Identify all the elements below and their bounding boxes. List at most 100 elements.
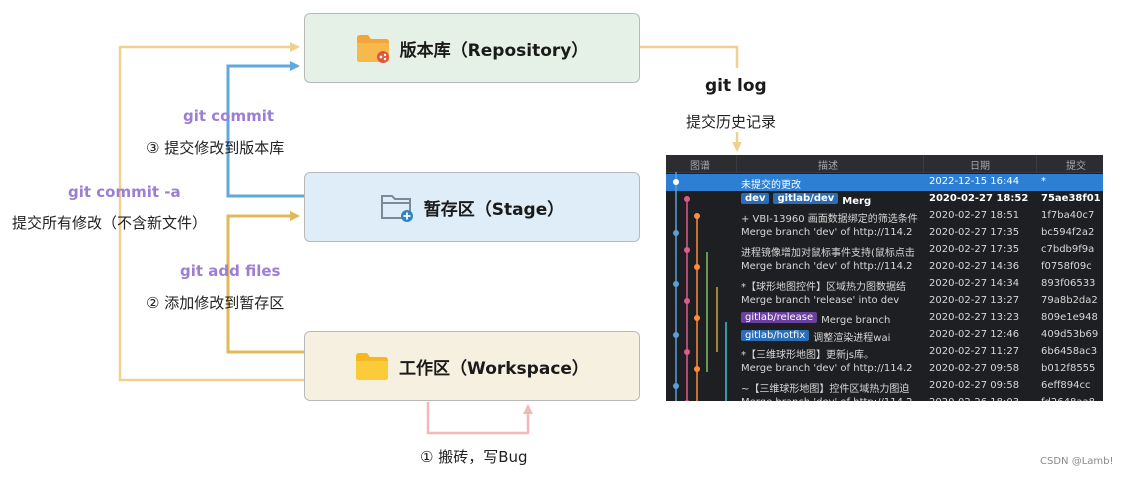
log-row[interactable]: Merge branch 'dev' of http://114.2 2020-0… — [666, 225, 1103, 242]
log-row-hash: 409d53b69 — [1041, 329, 1099, 340]
git-commit-desc: ③ 提交修改到版本库 — [146, 139, 285, 157]
commit-dot — [673, 179, 679, 185]
log-row[interactable]: Merge branch 'dev' of http://114.2 2020-0… — [666, 259, 1103, 276]
log-row-hash: c7bdb9f9a — [1041, 244, 1095, 255]
log-row-hash: 75ae38f01 — [1041, 193, 1101, 204]
log-header: 图谱 描述 日期 提交 — [666, 155, 1103, 173]
log-row-hash: 6eff894cc — [1041, 380, 1091, 391]
log-row[interactable]: Merge branch 'release' into dev 2020-02-2… — [666, 293, 1103, 310]
log-row-desc: 未提交的更改 — [741, 180, 801, 191]
commit-dot — [684, 196, 690, 202]
log-row-hash: 1f7ba40c7 — [1041, 210, 1095, 221]
commit-dot — [684, 298, 690, 304]
commit-dot — [673, 383, 679, 389]
folder-icon — [355, 351, 389, 381]
log-row-date: 2020-02-27 17:35 — [929, 244, 1020, 255]
log-row-desc: *【三维球形地图】更新js库。 — [741, 350, 874, 361]
commit-dot — [684, 400, 690, 401]
log-row-date: 2020-02-27 18:51 — [929, 210, 1020, 221]
branch-tag: gitlab/hotfix — [741, 330, 810, 341]
repository-box: 版本库（Repository） — [304, 13, 640, 83]
log-row-date: 2020-02-27 17:35 — [929, 227, 1020, 238]
log-row-desc: Merge branch 'dev' of http://114.2 — [741, 363, 913, 374]
header-desc: 描述 — [818, 161, 838, 172]
log-row-date: 2020-02-27 14:36 — [929, 261, 1020, 272]
watermark: CSDN @Lamb! — [1040, 456, 1114, 467]
commit-dot — [694, 213, 700, 219]
arrow-add — [226, 211, 304, 354]
stage-box: 暂存区（Stage） — [304, 172, 640, 242]
branch-tag: gitlab/dev — [773, 193, 839, 204]
log-row-hash: fd2648aa8 — [1041, 397, 1103, 401]
branch-tag: dev — [741, 193, 770, 204]
log-row-desc: Merge branch 'dev' of http://114.2 — [741, 397, 921, 401]
header-date: 日期 — [970, 161, 990, 172]
commit-dot — [684, 349, 690, 355]
log-row-date: 2020-02-27 12:46 — [929, 329, 1020, 340]
log-row-desc: Merge branch 'dev' of http://114.2 — [741, 227, 913, 238]
git-commit-a-label: git commit -a — [68, 183, 181, 201]
arrow-git-log — [640, 45, 739, 68]
log-row[interactable]: 进程镜像增加对鼠标事件支持(鼠标点击 2020-02-27 17:35 c7bdb9… — [666, 242, 1103, 259]
git-log-label: git log — [705, 76, 767, 96]
git-add-label: git add files — [180, 262, 281, 280]
log-row-date: 2022-12-15 16:44 — [929, 176, 1020, 187]
folder-share-icon — [356, 33, 390, 63]
log-row-hash: 893f06533 — [1041, 278, 1096, 289]
log-row-hash: bc594f2a2 — [1041, 227, 1095, 238]
log-row[interactable]: + VBI-13960 画面数据绑定的筛选条件 2020-02-27 18:51 1… — [666, 208, 1103, 225]
commit-dot — [694, 264, 700, 270]
log-row-date: 2020-02-27 14:34 — [929, 278, 1020, 289]
arrow-commit — [226, 61, 304, 198]
branch-tag: gitlab/release — [741, 312, 818, 323]
arrow-commit-a — [118, 42, 304, 382]
log-row-desc: + VBI-13960 画面数据绑定的筛选条件 — [741, 214, 918, 225]
header-graph: 图谱 — [690, 161, 710, 172]
commit-dot — [673, 332, 679, 338]
git-log-desc: 提交历史记录 — [686, 113, 777, 131]
commit-dot — [694, 366, 700, 372]
log-row-date: 2020-02-27 13:27 — [929, 295, 1020, 306]
git-commit-label: git commit — [183, 107, 275, 125]
commit-graph — [673, 172, 727, 401]
folder-plus-icon — [380, 192, 414, 222]
commit-dot — [673, 230, 679, 236]
commit-dot — [694, 315, 700, 321]
log-row-hash: f0758f09c — [1041, 261, 1092, 272]
step1-label: ① 搬砖，写Bug — [420, 448, 528, 466]
git-add-desc: ② 添加修改到暂存区 — [146, 294, 285, 312]
log-row-desc: 进程镜像增加对鼠标事件支持(鼠标点击 — [741, 248, 915, 259]
git-commit-a-desc: 提交所有修改（不含新文件） — [12, 214, 208, 232]
log-row-hash: 79a8b2da2 — [1041, 295, 1098, 306]
log-row-hash: 6b6458ac3 — [1041, 346, 1098, 357]
log-row-hash: 809e1e948 — [1041, 312, 1098, 323]
header-commit: 提交 — [1066, 161, 1086, 172]
log-row-date: 2020-02-27 09:58 — [929, 380, 1020, 391]
log-row[interactable]: *【球形地图控件】区域热力图数据结 2020-02-27 14:34 893f065… — [666, 276, 1103, 293]
arrow-edit-loop — [426, 402, 533, 435]
repository-label: 版本库（Repository） — [399, 40, 589, 61]
log-row-desc: Merge branch 'release' into dev — [741, 295, 900, 306]
log-row-date: 2020-02-26 18:03 — [929, 397, 1037, 401]
log-row-date: 2020-02-27 18:52 — [929, 193, 1029, 204]
stage-label: 暂存区（Stage） — [423, 199, 565, 220]
log-row-hash: b012f8555 — [1041, 363, 1096, 374]
log-row-desc: Merge branch 'dev' of http://114.2 — [741, 261, 913, 272]
log-row[interactable]: Merge branch 'dev' of http://114.2 2020-0… — [666, 395, 1103, 401]
log-row-desc: *【球形地图控件】区域热力图数据结 — [741, 282, 906, 293]
log-row-date: 2020-02-27 09:58 — [929, 363, 1020, 374]
log-row[interactable]: Merge branch 'dev' of http://114.2 2020-0… — [666, 361, 1103, 378]
workspace-box: 工作区（Workspace） — [304, 331, 640, 401]
commit-dot — [673, 281, 679, 287]
